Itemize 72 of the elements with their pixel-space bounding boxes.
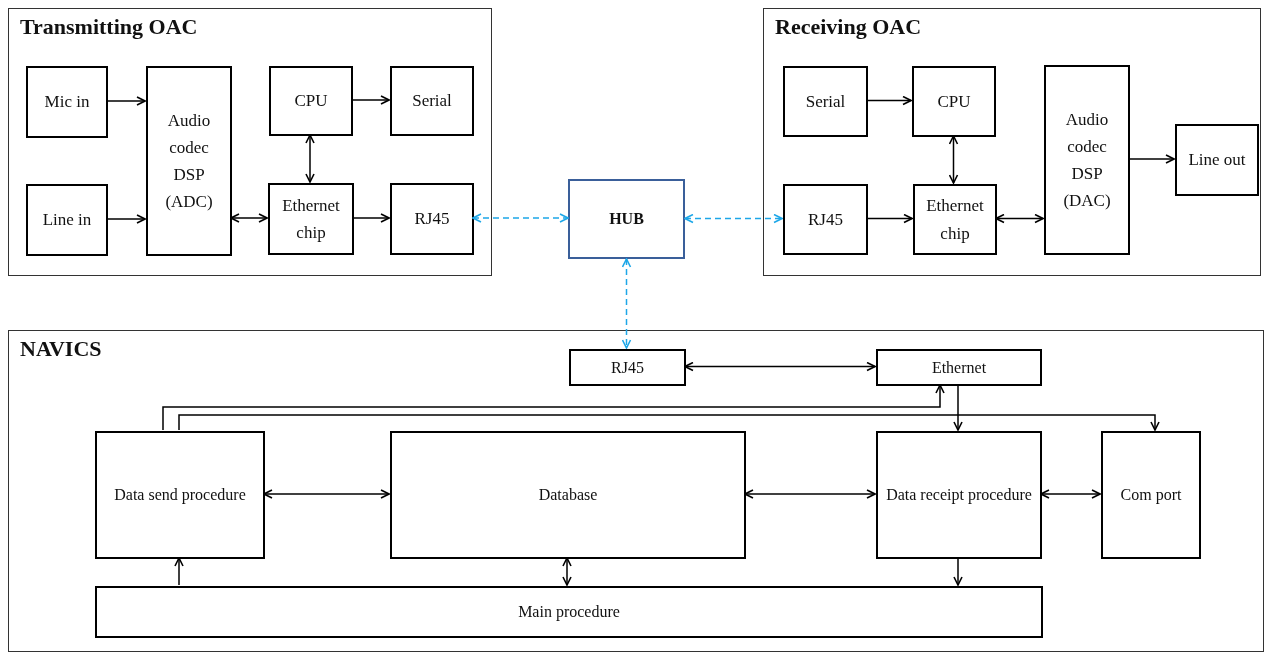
process-box [146,66,232,256]
arrow [953,384,963,431]
arrow [684,361,876,372]
box-label: CPU [293,90,329,113]
process-box [95,586,1043,638]
process-box [95,431,265,559]
hub-box [568,179,685,259]
box-label: Com port [1119,485,1183,506]
process-box [912,66,996,137]
process-box [783,184,868,255]
box-label: Data receipt procedure [885,485,1033,506]
arrow [744,489,876,499]
box-label: RJ45 [807,208,844,231]
arrow [352,213,390,223]
process-box [913,184,997,255]
box-label: RJ45 [413,208,451,231]
process-box [1044,65,1130,255]
arrow [351,95,390,105]
arrow [866,213,913,224]
arrow [1128,154,1175,164]
box-label: Database [537,485,599,506]
group-panel [8,8,492,276]
arrow [1040,489,1101,499]
box-label: RJ45 [610,357,645,378]
arrow [174,557,184,586]
process-box [390,431,746,559]
box-label: Mic in [43,91,91,114]
process-box [569,349,686,386]
process-box [269,66,353,136]
process-box [26,66,108,138]
box-label: Serial [804,90,847,113]
arrow [948,135,959,184]
process-box [1175,124,1259,196]
arrow [684,213,783,224]
box-label: Main procedure [517,602,621,623]
arrow [106,96,146,106]
panel-title: NAVICS [20,335,102,363]
arrow [953,557,963,586]
group-panel [8,330,1264,652]
arrow [162,384,945,431]
arrow [621,258,632,349]
process-box [876,431,1042,559]
box-label: Audio codec DSP (ADC) [164,109,214,214]
box-label: Serial [411,90,453,113]
process-box [390,66,474,136]
arrow [305,134,315,183]
panel-title: Transmitting OAC [20,13,198,41]
process-box [268,183,354,255]
arrow [263,489,390,499]
arrow [472,213,569,223]
box-label: HUB [608,209,645,230]
process-box [390,183,474,255]
process-box [1101,431,1201,559]
box-label: Ethernet [930,357,988,378]
box-label: Line out [1187,149,1247,172]
process-box [26,184,108,256]
box-label: Ethernet chip [925,195,985,245]
box-label: Audio codec DSP (DAC) [1062,108,1112,213]
arrow [106,214,146,224]
process-box [876,349,1042,386]
arrow [178,414,1160,431]
group-panel [763,8,1261,276]
box-label: Line in [41,209,93,232]
box-label: Ethernet chip [281,194,341,244]
arrow [230,213,268,223]
arrow [995,213,1044,224]
process-box [783,66,868,137]
box-label: Data send procedure [113,485,247,506]
box-label: CPU [936,90,972,113]
arrow [866,95,912,106]
arrow [562,557,572,586]
panel-title: Receiving OAC [775,13,922,41]
